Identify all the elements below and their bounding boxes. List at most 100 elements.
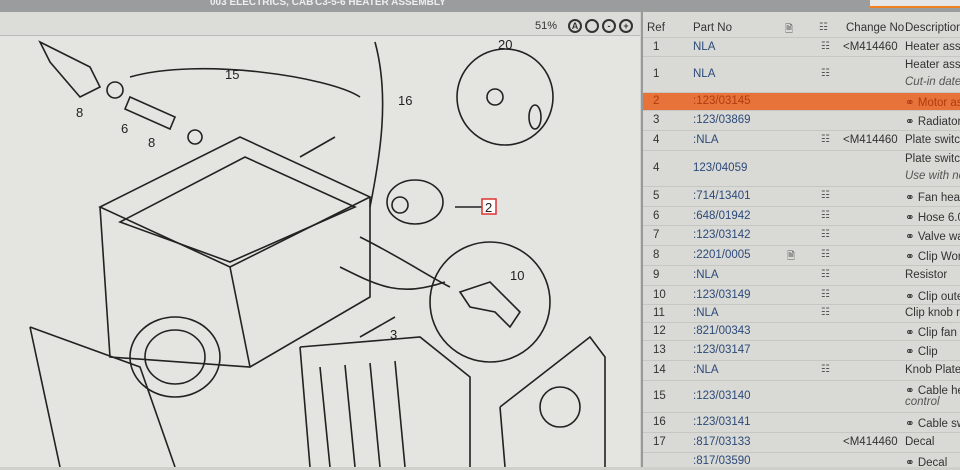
hierarchy-icon[interactable]: ☷ — [821, 229, 830, 240]
table-row[interactable]: 16 :123/03141⚭ Cable switch — [643, 412, 960, 432]
part-no-cell[interactable]: :2201/0005 — [693, 249, 751, 261]
link-icon[interactable]: ⚭ — [905, 116, 918, 128]
table-row[interactable]: 9 :NLA☷Resistor — [643, 265, 960, 285]
change-no-cell: <M414460 — [843, 134, 898, 146]
description-cell: ⚭ Clip — [905, 346, 938, 358]
hierarchy-icon[interactable]: ☷ — [821, 269, 830, 280]
part-no-cell[interactable]: NLA — [693, 68, 716, 80]
table-row[interactable]: 3 :123/03869⚭ Radiator — [643, 110, 960, 130]
link-icon[interactable]: ⚭ — [905, 97, 918, 109]
description-cell: ⚭ Valve water — [905, 231, 960, 243]
callout[interactable]: 10 — [510, 268, 524, 283]
hierarchy-icon[interactable]: ☷ — [821, 190, 830, 201]
table-row[interactable]: 5 :714/13401☷⚭ Fan heater — [643, 186, 960, 206]
table-row[interactable]: 14 :NLA☷Knob Plate — [643, 360, 960, 380]
hierarchy-icon[interactable]: ☷ — [821, 307, 830, 318]
part-no-cell[interactable]: :NLA — [693, 364, 719, 376]
table-row[interactable]: 13 :123/03147⚭ Clip — [643, 340, 960, 360]
link-icon[interactable]: ⚭ — [905, 327, 918, 339]
part-no-cell[interactable]: NLA — [693, 40, 716, 53]
hierarchy-icon[interactable]: ☷ — [821, 40, 830, 52]
description-cell: Heater assembly — [905, 59, 960, 71]
part-no-cell[interactable]: :NLA — [693, 134, 719, 146]
hierarchy-icon[interactable]: ☷ — [821, 68, 830, 79]
ref-cell: 11 — [653, 307, 665, 319]
hierarchy-icon[interactable]: ☷ — [821, 249, 830, 260]
part-no-cell[interactable]: :123/03145 — [693, 95, 751, 107]
part-no-cell[interactable]: :123/03147 — [693, 344, 751, 356]
zoom-out-icon[interactable] — [585, 19, 599, 33]
ref-cell: 8 — [653, 249, 660, 261]
ref-cell: 5 — [653, 190, 660, 202]
part-no-cell[interactable]: :NLA — [693, 307, 719, 319]
zoom-icon[interactable]: - — [602, 19, 616, 33]
table-row[interactable]: 1 NLA☷Heater assemblyCut-in date D — [643, 56, 960, 92]
col-part-no[interactable]: Part No — [693, 22, 732, 34]
col-description[interactable]: Description — [905, 22, 960, 34]
link-icon[interactable]: ⚭ — [905, 418, 918, 430]
link-icon[interactable]: ⚭ — [905, 385, 918, 397]
diagram-viewer[interactable]: 51% A - + 15 16 20 8 6 8 2 10 3 — [0, 12, 640, 467]
breadcrumb-section[interactable]: 003 ELECTRICS, CAB — [210, 0, 314, 8]
part-no-cell[interactable]: :123/03149 — [693, 288, 751, 301]
part-no-cell[interactable]: :123/03141 — [693, 416, 751, 428]
document-icon[interactable]: 🗎 — [787, 251, 796, 262]
link-icon[interactable]: ⚭ — [905, 290, 918, 303]
change-no-cell: <M414460 — [843, 436, 898, 448]
col-change-no[interactable]: Change No — [846, 22, 905, 34]
part-no-cell[interactable]: :123/03140 — [693, 390, 751, 402]
callout[interactable]: 15 — [225, 67, 239, 82]
breadcrumb-group[interactable]: C3-5-6 HEATER ASSEMBLY — [315, 0, 446, 8]
part-no-cell[interactable]: :817/03590 — [693, 455, 751, 467]
table-row[interactable]: 6 :648/01942☷⚭ Hose 6.0 — [643, 206, 960, 225]
table-row[interactable]: 2 :123/03145⚭ Motor assembly — [643, 92, 960, 110]
viewer-toolbar: 51% A - + — [0, 12, 640, 36]
part-no-cell[interactable]: :821/00343 — [693, 325, 751, 337]
table-row[interactable]: 11 :NLA ☷ Clip knob retainer — [643, 304, 960, 322]
callout[interactable]: 20 — [498, 37, 512, 52]
header-button[interactable] — [870, 0, 960, 8]
description-note: Cut-in date D — [905, 76, 960, 88]
part-no-cell[interactable]: :123/03142 — [693, 229, 751, 241]
link-icon[interactable]: ⚭ — [905, 346, 918, 358]
link-icon[interactable]: ⚭ — [905, 457, 918, 469]
callout-selected[interactable]: 2 — [485, 200, 492, 215]
link-icon[interactable]: ⚭ — [905, 251, 918, 263]
hierarchy-icon[interactable]: ☷ — [821, 134, 830, 145]
table-row[interactable]: 15 :123/03140⚭ Cable heatercontrol — [643, 380, 960, 412]
part-no-cell[interactable]: :123/03869 — [693, 114, 751, 126]
part-no-cell[interactable]: :817/03133 — [693, 436, 751, 448]
callout[interactable]: 8 — [148, 135, 155, 150]
zoom-fit-icon[interactable]: A — [568, 19, 582, 33]
hierarchy-icon[interactable]: ☷ — [821, 209, 830, 221]
description-cell: Clip knob retainer — [905, 307, 960, 319]
table-row[interactable]: :817/03590⚭ Decal — [643, 452, 960, 470]
callout[interactable]: 8 — [76, 105, 83, 120]
table-row[interactable]: 8 :2201/0005 🗎 ☷ ⚭ Clip Worm — [643, 245, 960, 265]
description-cell: ⚭ Clip Worm — [905, 251, 960, 263]
callout[interactable]: 3 — [390, 327, 397, 342]
zoom-in-icon[interactable]: + — [619, 19, 633, 33]
table-row[interactable]: 10 :123/03149☷⚭ Clip outer — [643, 285, 960, 304]
table-row[interactable]: 12 :821/00343⚭ Clip fan — [643, 322, 960, 340]
part-no-cell[interactable]: :NLA — [693, 269, 719, 281]
link-icon[interactable]: ⚭ — [905, 231, 918, 243]
table-row[interactable]: 7 :123/03142☷⚭ Valve water — [643, 225, 960, 245]
hierarchy-icon[interactable]: ☷ — [821, 364, 830, 375]
ref-cell: 10 — [653, 288, 666, 301]
part-no-cell[interactable]: :648/01942 — [693, 209, 751, 222]
ref-cell: 15 — [653, 390, 666, 402]
callout[interactable]: 16 — [398, 93, 412, 108]
part-no-cell[interactable]: :714/13401 — [693, 190, 751, 202]
link-icon[interactable]: ⚭ — [905, 211, 918, 224]
callout[interactable]: 6 — [121, 121, 128, 136]
hierarchy-icon[interactable]: ☷ — [821, 288, 830, 300]
part-no-cell[interactable]: 123/04059 — [693, 162, 748, 174]
col-ref[interactable]: Ref — [647, 22, 665, 34]
description-cell: Heater assembly — [905, 40, 960, 53]
link-icon[interactable]: ⚭ — [905, 192, 918, 204]
